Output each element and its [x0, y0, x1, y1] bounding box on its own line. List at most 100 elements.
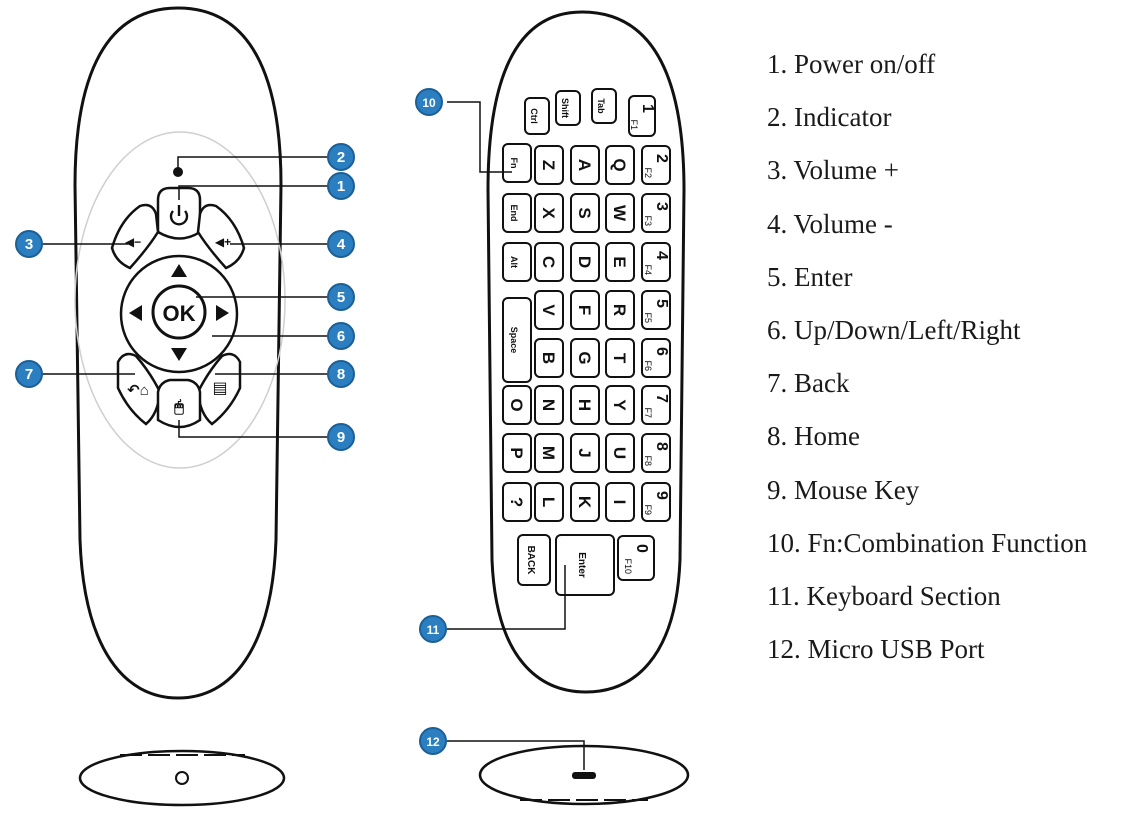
key-label: E — [610, 256, 629, 267]
key-ctrl[interactable]: Ctrl — [524, 97, 550, 135]
key-t[interactable]: T — [605, 338, 635, 378]
volume-down-button[interactable] — [110, 203, 160, 270]
key-question[interactable]: ? — [502, 482, 532, 522]
volume-up-button[interactable] — [196, 203, 246, 270]
arrow-left-icon[interactable] — [129, 305, 142, 321]
key-9-cap — [641, 482, 671, 522]
key-1[interactable]: 1F1 — [628, 95, 656, 137]
key-v[interactable]: V — [534, 290, 564, 330]
front-bottom-view — [78, 749, 286, 807]
callout-4: 4 — [327, 230, 355, 258]
key-sublabel: F10 — [623, 558, 633, 574]
key-c-cap — [534, 242, 564, 282]
key-9[interactable]: 9F9 — [641, 482, 671, 522]
key-label: C — [539, 256, 558, 268]
key-tab[interactable]: Tab — [591, 88, 617, 124]
callout-number: 11 — [427, 623, 440, 637]
key-q-cap — [605, 145, 635, 185]
key-i[interactable]: I — [605, 482, 635, 522]
key-label: 7 — [653, 394, 670, 403]
key-j[interactable]: J — [570, 433, 600, 473]
key-alt[interactable]: Alt — [502, 242, 532, 282]
key-label: BACK — [525, 546, 536, 576]
key-r[interactable]: R — [605, 290, 635, 330]
callout-lines — [42, 101, 585, 770]
key-label: 1 — [639, 104, 656, 113]
key-p[interactable]: P — [502, 433, 532, 473]
key-5[interactable]: 5F5 — [641, 290, 671, 330]
key-2[interactable]: 2F2 — [641, 145, 671, 185]
key-8[interactable]: 8F8 — [641, 433, 671, 473]
legend-item: 4. Volume - — [767, 208, 893, 239]
key-label: I — [610, 500, 629, 505]
key-space[interactable]: Space — [502, 297, 532, 383]
key-l[interactable]: L — [534, 482, 564, 522]
key-end[interactable]: End — [502, 193, 532, 233]
key-e[interactable]: E — [605, 242, 635, 282]
legend-item: 3. Volume + — [767, 155, 899, 186]
key-label: 0 — [633, 544, 650, 553]
arrow-right-icon[interactable] — [216, 305, 229, 321]
ok-button[interactable] — [151, 284, 207, 340]
key-label: Ctrl — [529, 108, 539, 124]
key-x[interactable]: X — [534, 193, 564, 233]
key-w-cap — [605, 193, 635, 233]
key-alt-cap — [502, 242, 532, 282]
key-label: Shift — [560, 98, 570, 118]
legend-item: 8. Home — [767, 421, 860, 452]
callout-7: 7 — [15, 360, 43, 388]
key-label: T — [610, 353, 629, 364]
key-i-cap — [605, 482, 635, 522]
key-fn[interactable]: Fn — [502, 143, 532, 183]
key-g[interactable]: G — [570, 338, 600, 378]
key-h[interactable]: H — [570, 385, 600, 425]
mouse-button[interactable] — [156, 378, 202, 429]
key-label: O — [507, 398, 526, 411]
key-8-cap — [641, 433, 671, 473]
key-n-cap — [534, 385, 564, 425]
micro-usb-port-icon — [572, 772, 596, 779]
key-back[interactable]: BACK — [517, 534, 551, 586]
key-label: ? — [507, 497, 526, 507]
callout-number: 9 — [337, 429, 345, 446]
key-h-cap — [570, 385, 600, 425]
key-label: U — [610, 447, 629, 459]
key-z[interactable]: Z — [534, 145, 564, 185]
key-c[interactable]: C — [534, 242, 564, 282]
key-m[interactable]: M — [534, 433, 564, 473]
callout-1: 1 — [327, 172, 355, 200]
key-6[interactable]: 6F6 — [641, 338, 671, 378]
key-d-cap — [570, 242, 600, 282]
key-w[interactable]: W — [605, 193, 635, 233]
key-sublabel: F3 — [643, 215, 653, 226]
key-7[interactable]: 7F7 — [641, 385, 671, 425]
key-y[interactable]: Y — [605, 385, 635, 425]
legend-item: 9. Mouse Key — [767, 474, 920, 505]
key-sublabel: F4 — [643, 264, 653, 275]
key-q[interactable]: Q — [605, 145, 635, 185]
arrow-up-icon[interactable] — [171, 264, 187, 277]
key-k[interactable]: K — [570, 482, 600, 522]
legend-item: 7. Back — [767, 368, 850, 399]
callout-number: 12 — [426, 735, 440, 749]
key-a[interactable]: A — [570, 145, 600, 185]
key-s[interactable]: S — [570, 193, 600, 233]
key-shift[interactable]: Shift — [555, 90, 581, 126]
key-f[interactable]: F — [570, 290, 600, 330]
key-2-cap — [641, 145, 671, 185]
key-3[interactable]: 3F3 — [641, 193, 671, 233]
callout-2: 2 — [327, 143, 355, 171]
arrow-down-icon[interactable] — [171, 348, 187, 361]
key-label: Fn — [509, 158, 519, 169]
key-n[interactable]: N — [534, 385, 564, 425]
key-d[interactable]: D — [570, 242, 600, 282]
key-b[interactable]: B — [534, 338, 564, 378]
key-label: Enter — [576, 552, 587, 578]
key-label: 6 — [653, 347, 670, 356]
key-u[interactable]: U — [605, 433, 635, 473]
key-enter[interactable]: Enter — [555, 534, 615, 596]
key-o[interactable]: O — [502, 385, 532, 425]
key-4[interactable]: 4F4 — [641, 242, 671, 282]
